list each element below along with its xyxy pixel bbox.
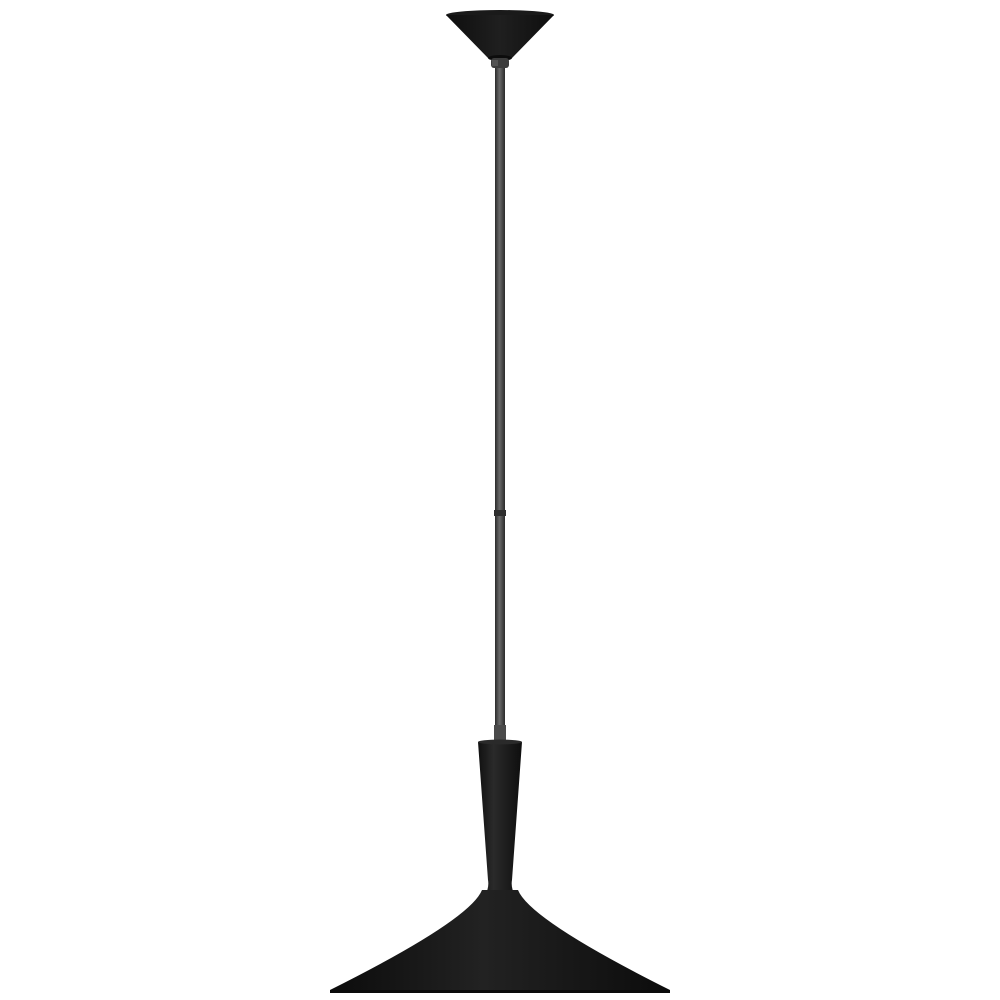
- ceiling-canopy: [446, 10, 554, 61]
- canopy-coupling: [491, 58, 509, 68]
- rod-collar: [494, 725, 506, 743]
- downrod: [494, 68, 506, 743]
- rod-joint: [494, 510, 506, 516]
- lamp-neck: [478, 739, 522, 905]
- lamp-shade: [330, 890, 670, 993]
